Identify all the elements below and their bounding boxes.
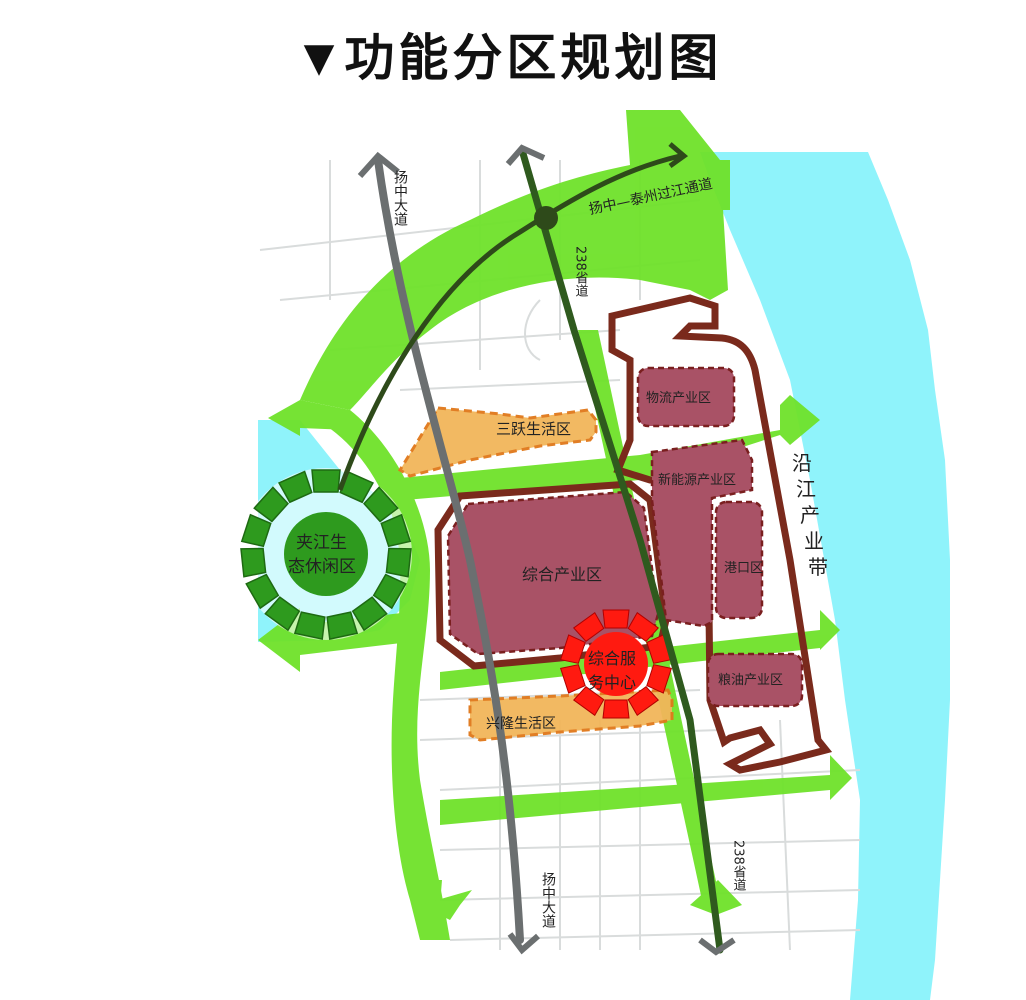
label-yangzhong-avenue-bottom: 扬中大道: [540, 872, 556, 929]
road-crossing-channel: [337, 153, 681, 491]
zone-sanyue-living: [397, 406, 598, 478]
arrow-down-icon: [507, 932, 540, 955]
riverside-belt-char: 江: [796, 477, 816, 501]
label-service-center-2: 务中心: [588, 673, 636, 692]
label-service-center-1: 综合服: [588, 649, 636, 668]
label-sanyue-living: 三跃生活区: [496, 420, 571, 438]
road-yangzhong-avenue: [374, 156, 524, 944]
zone-logistics-industry: [636, 366, 736, 428]
label-new-energy-industry: 新能源产业区: [658, 472, 736, 488]
map-title-text: 功能分区规划图: [344, 29, 723, 87]
label-riverside-belt: 沿 江 产 业 带: [792, 451, 828, 579]
label-xinglong-living: 兴隆生活区: [486, 716, 556, 732]
label-eco-park-1: 夹江生: [296, 533, 347, 553]
arrow-down-icon: [698, 937, 736, 956]
label-eco-park-2: 态休闲区: [288, 557, 356, 577]
label-provincial-238-top: 238省道: [573, 246, 589, 297]
triangle-marker-icon: ▼: [303, 35, 339, 81]
riverside-belt-outline: [608, 294, 833, 774]
zone-grain-oil-industry: [706, 652, 804, 708]
label-logistics-industry: 物流产业区: [646, 391, 711, 406]
zone-port: [714, 500, 764, 620]
riverside-belt-char: 业: [804, 529, 824, 553]
arrow-up-icon: [505, 144, 546, 166]
map-title: ▼功能分区规划图: [0, 18, 1026, 90]
arrow-right-icon: [668, 142, 689, 169]
interchange-node: [534, 206, 558, 230]
label-provincial-238-bottom: 238省道: [731, 840, 747, 891]
arrow-up-icon: [357, 151, 400, 179]
zone-new-energy-industry: [650, 438, 754, 628]
river-main: [700, 152, 950, 1000]
eco-park-ring: [240, 468, 412, 640]
label-grain-oil-industry: 粮油产业区: [718, 673, 783, 688]
road-provincial-238: [518, 146, 724, 954]
label-comprehensive-industry: 综合产业区: [522, 565, 602, 584]
riverside-belt-char: 产: [800, 503, 820, 527]
riverside-belt-char: 沿: [792, 451, 812, 475]
service-center-ring: [559, 609, 673, 719]
label-yangzhong-avenue-top: 扬中大道: [392, 170, 408, 227]
label-port-zone: 港口区: [724, 561, 763, 576]
riverside-belt-char: 带: [808, 555, 828, 579]
